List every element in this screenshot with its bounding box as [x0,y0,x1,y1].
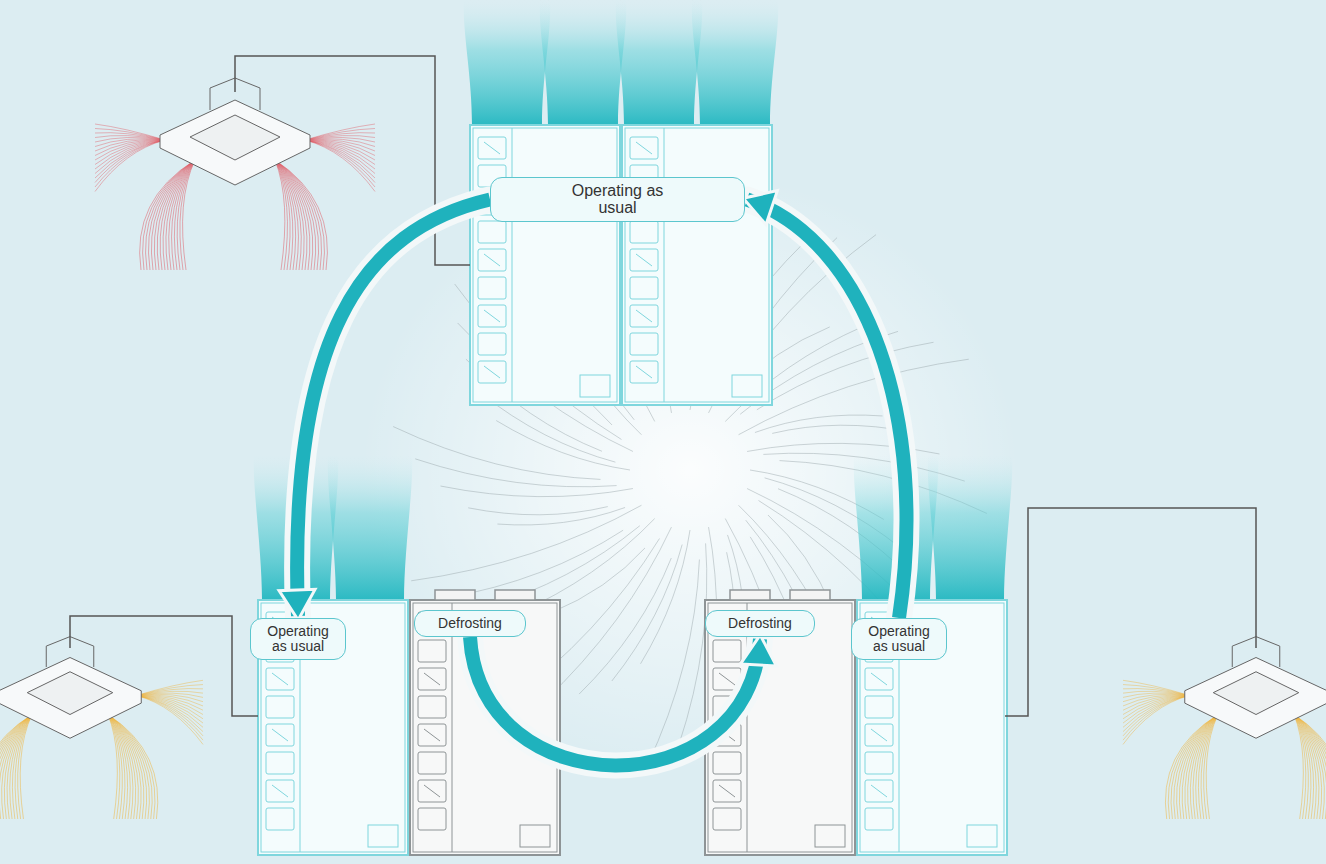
radial-line [482,526,640,609]
status-text: Operating as usual [859,624,939,653]
radial-line [739,359,969,435]
status-label: Operating as usual [250,618,346,660]
wires [70,56,1256,716]
status-text: Defrosting [728,616,792,631]
arrow-halo [747,200,906,619]
wire [1005,508,1256,716]
radial-line [496,421,630,470]
airflow [328,455,413,600]
status-label: Defrosting [705,610,815,637]
arrow-halo [297,200,490,617]
cycle-arrow [470,637,760,766]
airflow [692,0,779,125]
arrow-shaft [747,200,906,619]
indoor-cassette [95,78,375,270]
radial-line [679,543,707,744]
radial-line [550,548,645,613]
indoor-cassette [1123,637,1326,819]
radial-line [497,508,625,525]
status-label: Operating as usual [490,177,745,222]
airflow [540,0,627,125]
status-text: Operating as usual [568,183,668,217]
radial-line [411,505,641,581]
radial-line [441,486,633,497]
arrow-halo [470,637,760,766]
radial-line [415,459,616,487]
status-label: Defrosting [414,610,526,637]
status-text: Defrosting [438,616,502,631]
arrow-shaft [297,200,490,617]
radial-line [468,507,608,515]
radial-line [446,530,623,598]
airflow [616,0,703,125]
radial-line [641,530,690,664]
defrosting-module [410,590,560,855]
airflow [928,455,1013,600]
radial-line [393,427,600,480]
arrow-shaft [470,637,760,766]
radial-line [755,415,883,432]
outdoor-units [254,0,1013,855]
wire [70,616,258,716]
operating-module [622,125,772,405]
status-label: Operating as usual [851,618,947,660]
cycle-arrow [747,200,906,619]
status-text: Operating as usual [258,624,338,653]
radial-line [543,527,672,702]
radial-line [612,545,682,681]
cycle-arrow [297,200,490,617]
airflow [464,0,551,125]
radial-line [768,515,833,610]
operating-module [470,125,620,405]
indoor-cassette [0,637,203,819]
indoor-units [0,78,1326,819]
